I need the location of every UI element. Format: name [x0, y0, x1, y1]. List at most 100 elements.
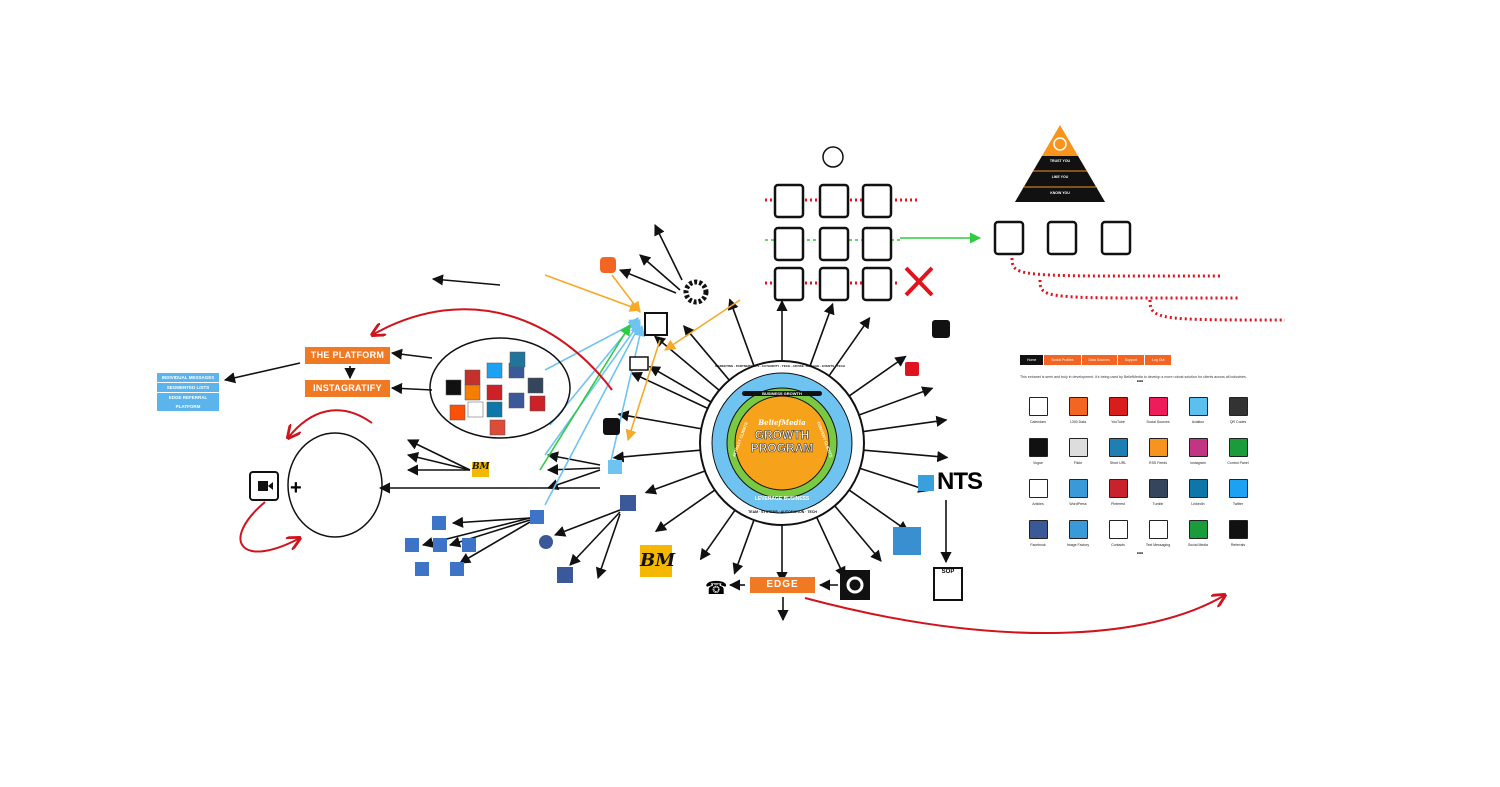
twitter-icon: [1228, 479, 1248, 498]
red-curves: [239, 308, 1225, 635]
page-icon: [818, 266, 850, 302]
app-tile[interactable]: Articles: [1018, 479, 1058, 506]
app-label: Pinterest: [1111, 502, 1125, 506]
social-icon: [486, 362, 503, 379]
tab-log-out[interactable]: Log Out: [1145, 355, 1172, 365]
app-tile[interactable]: Contacts: [1098, 520, 1138, 547]
app-tile[interactable]: Social Sources: [1138, 397, 1178, 424]
other-arrows: [223, 223, 982, 622]
articles-icon: [1028, 479, 1048, 498]
tab-data-sources[interactable]: Data Sources: [1081, 355, 1117, 365]
app-tile[interactable]: Instagram: [1178, 438, 1218, 465]
spoke-arrow: [644, 470, 706, 495]
app-label: LinkedIn: [1191, 502, 1205, 506]
spoke-arrow: [612, 449, 701, 463]
spoke-arrow: [858, 386, 934, 416]
app-tile[interactable]: Control Panel: [1218, 438, 1258, 465]
social-sources-icon: [1148, 397, 1168, 416]
page-icon: [1046, 220, 1078, 256]
spoke-arrow: [828, 316, 871, 377]
extranet-screenshot: Home Social Profiles Data Sources Suppor…: [1020, 355, 1260, 570]
page-icon: [773, 226, 805, 262]
social-icon: [486, 401, 503, 418]
page-icon: [861, 183, 893, 219]
app-label: Flickr: [1073, 461, 1083, 465]
app-tile[interactable]: Facebook: [1018, 520, 1058, 547]
tools-circle: [287, 432, 383, 538]
app-tile[interactable]: Social Media: [1178, 520, 1218, 547]
facebook-icon-2: [557, 567, 573, 583]
app-tile[interactable]: YouTube: [1098, 397, 1138, 424]
app-tile[interactable]: Aviation: [1178, 397, 1218, 424]
app-tile[interactable]: WordPress: [1058, 479, 1098, 506]
app-label: 1300 Data: [1069, 420, 1087, 424]
app-tile[interactable]: Calendars: [1018, 397, 1058, 424]
app-label: Referrals: [1230, 543, 1246, 547]
extranet-tabs: Home Social Profiles Data Sources Suppor…: [1020, 355, 1260, 365]
app-tile[interactable]: Referrals: [1218, 520, 1258, 547]
app-label: QR Codes: [1229, 420, 1247, 424]
app-tile[interactable]: Flickr: [1058, 438, 1098, 465]
app-tile[interactable]: 1300 Data: [1058, 397, 1098, 424]
contacts-icon: [1108, 520, 1128, 539]
phone-icon: ☎: [705, 578, 727, 598]
app-label: Instagram: [1190, 461, 1206, 465]
sop-document: SOP: [933, 567, 963, 601]
list-item: EDGE REFERRAL PLATFORM: [157, 393, 219, 411]
app-label: RSS Feeds: [1149, 461, 1167, 465]
social-icon: [467, 401, 484, 418]
app-label: Aviation: [1191, 420, 1205, 424]
app-label: Vogue: [1033, 461, 1043, 465]
social-icon: [449, 404, 466, 421]
app-tile[interactable]: QR Codes: [1218, 397, 1258, 424]
web-icon: [608, 460, 622, 474]
share-icon: [932, 320, 950, 338]
page-icons: [773, 183, 1132, 302]
app-tile[interactable]: Short URL: [1098, 438, 1138, 465]
page-icon: [818, 183, 850, 219]
spoke-arrow: [648, 365, 712, 403]
growth-wheel: [699, 360, 865, 526]
app-tile[interactable]: Image Factory: [1058, 520, 1098, 547]
control-panel-icon: [1228, 438, 1248, 457]
app-tile[interactable]: Pinterest: [1098, 479, 1138, 506]
app-tile[interactable]: Vogue: [1018, 438, 1058, 465]
app-label: Twitter: [1232, 502, 1244, 506]
instagratify-box: INSTAGRATIFY: [305, 380, 390, 397]
social-icon: [508, 392, 525, 409]
app-label: Social Media: [1187, 543, 1209, 547]
team-icon: [893, 527, 921, 555]
outer-ring-top: MARKETING · PARTNERSHIPS · AUTHORITY · T…: [715, 364, 845, 368]
page-icon: [993, 220, 1025, 256]
page-icon: [1100, 220, 1132, 256]
video-icon: [249, 471, 279, 501]
app-tile[interactable]: Twitter: [1218, 479, 1258, 506]
ring-bottom: LEVERAGE BUSINESS: [754, 496, 810, 502]
more-dots-bottom: •••: [1136, 551, 1144, 557]
social-circle: [429, 337, 571, 439]
page-icon: [818, 226, 850, 262]
refresh-icon: [822, 146, 844, 168]
list-item: INDIVIDUAL MESSAGES: [157, 373, 219, 382]
nts-logo-icon: [918, 475, 934, 491]
app-tile[interactable]: Tumblr: [1138, 479, 1178, 506]
tab-home[interactable]: Home: [1020, 355, 1044, 365]
tab-social-profiles[interactable]: Social Profiles: [1044, 355, 1081, 365]
app-tile[interactable]: Text Messaging: [1138, 520, 1178, 547]
app-label: Articles: [1032, 502, 1044, 506]
tab-support[interactable]: Support: [1117, 355, 1145, 365]
page-icon: [773, 183, 805, 219]
spoke-arrow: [863, 415, 948, 433]
bm-logo: BM: [640, 545, 675, 577]
app-tile[interactable]: LinkedIn: [1178, 479, 1218, 506]
nts-label: NTS: [937, 468, 983, 495]
calendars-icon: [1028, 397, 1048, 416]
pyramid-level: LIKE YOU: [1051, 175, 1069, 179]
app-tile[interactable]: RSS Feeds: [1138, 438, 1178, 465]
list-item: SEGMENTED LISTS: [157, 383, 219, 392]
qr-codes-icon: [1228, 397, 1248, 416]
center-title-2: PROGRAM: [750, 441, 814, 456]
pyramid-level: TRUST YOU: [1049, 159, 1071, 163]
pyramid-level: KNOW YOU: [1050, 191, 1070, 195]
